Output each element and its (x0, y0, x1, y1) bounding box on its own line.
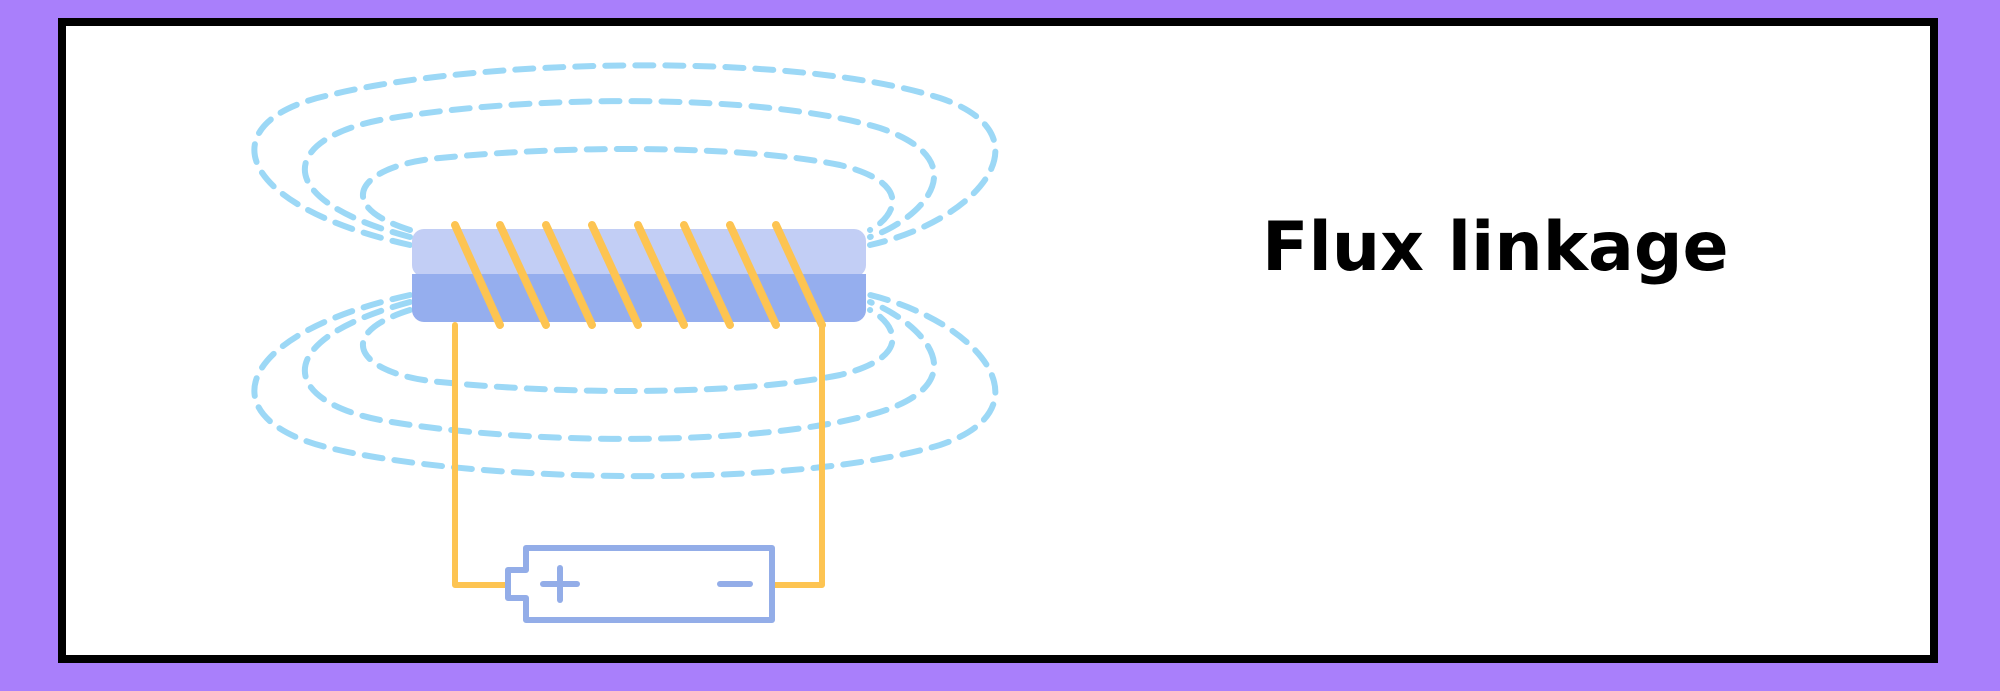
battery-icon (505, 545, 775, 623)
coil-turn-6 (680, 221, 734, 329)
plus-icon (540, 565, 580, 603)
coil-turn-8 (772, 221, 826, 329)
magnetic-field-lines-top (251, 62, 999, 248)
coil-turn-3 (542, 221, 596, 329)
battery-body (505, 545, 775, 623)
diagram-panel (58, 18, 1938, 663)
solenoid-coil-icon (451, 221, 826, 329)
wire-left (452, 322, 508, 588)
field-line-top-inner (359, 146, 896, 233)
coil-turn-7 (726, 221, 780, 329)
coil-turn-2 (496, 221, 550, 329)
coil-turn-1 (451, 221, 504, 329)
magnetic-field-lines-bottom (251, 292, 999, 480)
diagram-title: Flux linkage (1262, 208, 1729, 287)
coil-turn-5 (634, 221, 688, 329)
wire-right (769, 322, 825, 588)
field-line-top-outer (251, 62, 999, 248)
circuit-wires (452, 322, 825, 588)
field-line-bottom-outer (251, 292, 999, 480)
coil-turn-4 (588, 221, 642, 329)
field-line-top-middle (302, 98, 937, 240)
field-line-bottom-inner (359, 307, 896, 394)
field-line-bottom-middle (302, 299, 937, 442)
